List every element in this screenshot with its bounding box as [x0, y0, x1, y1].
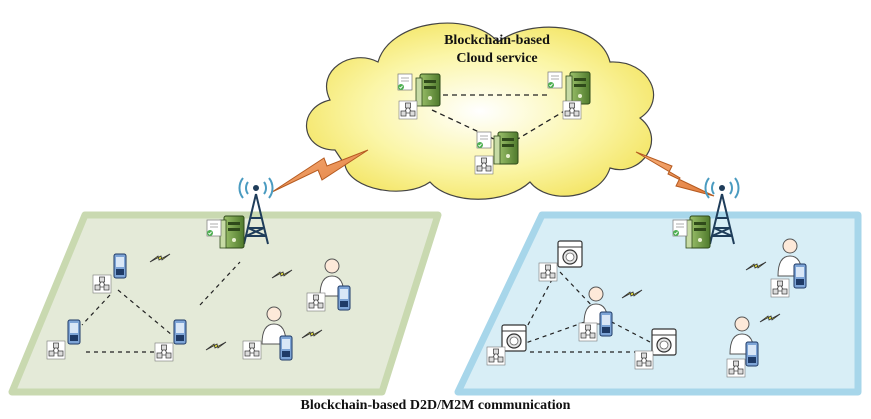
cloud-uplink-right [635, 151, 715, 197]
handset-icon [337, 285, 351, 311]
blockchain-icon [92, 274, 112, 294]
blockchain-icon [398, 100, 418, 120]
handset-icon [599, 311, 613, 337]
blockchain-icon [474, 155, 494, 175]
blockchain-icon [154, 342, 174, 362]
cloud-server-3 [493, 131, 519, 165]
doc-icon [672, 219, 688, 237]
doc-icon [476, 131, 492, 149]
handset-icon [793, 263, 807, 289]
handset-icon [67, 319, 81, 345]
m2m-network-plane [454, 177, 862, 396]
d2d-link [117, 289, 173, 336]
washing-machine-icon [501, 324, 527, 352]
blockchain-icon [770, 278, 790, 298]
m2m-link [559, 271, 597, 311]
blockchain-icon [486, 346, 506, 366]
doc-icon [547, 71, 563, 89]
washing-machine-icon [651, 328, 677, 356]
blockchain-icon [578, 322, 598, 342]
cloud-title-line1: Blockchain-based [444, 33, 550, 48]
blockchain-icon [562, 100, 582, 120]
d2d-link [81, 294, 111, 326]
doc-icon [397, 73, 413, 91]
blockchain-icon [538, 262, 558, 282]
base-station-server [219, 215, 245, 249]
m2m-link [519, 317, 597, 346]
blockchain-icon [46, 340, 66, 360]
d2d-network-plane [8, 177, 442, 396]
cloud-link [515, 109, 567, 141]
cloud-server-2 [565, 71, 591, 105]
handset-icon [745, 341, 759, 367]
blockchain-icon [634, 350, 654, 370]
handset-icon [279, 335, 293, 361]
handset-icon [173, 319, 187, 345]
diagram-caption: Blockchain-based D2D/M2M communication [300, 398, 571, 413]
blockchain-icon [306, 292, 326, 312]
handset-icon [113, 253, 127, 279]
cloud-service: Blockchain-based Cloud service [305, 22, 655, 200]
cloud-title-line2: Cloud service [456, 51, 537, 66]
base-station-server [685, 215, 711, 249]
blockchain-icon [242, 340, 262, 360]
d2d-link [199, 261, 241, 306]
washing-machine-icon [557, 240, 583, 268]
right-plane [454, 211, 862, 396]
cloud-server-1 [415, 73, 441, 107]
doc-icon [206, 219, 222, 237]
blockchain-icon [726, 358, 746, 378]
cloud-uplink-left [271, 149, 369, 193]
cloud-shape [305, 22, 655, 200]
